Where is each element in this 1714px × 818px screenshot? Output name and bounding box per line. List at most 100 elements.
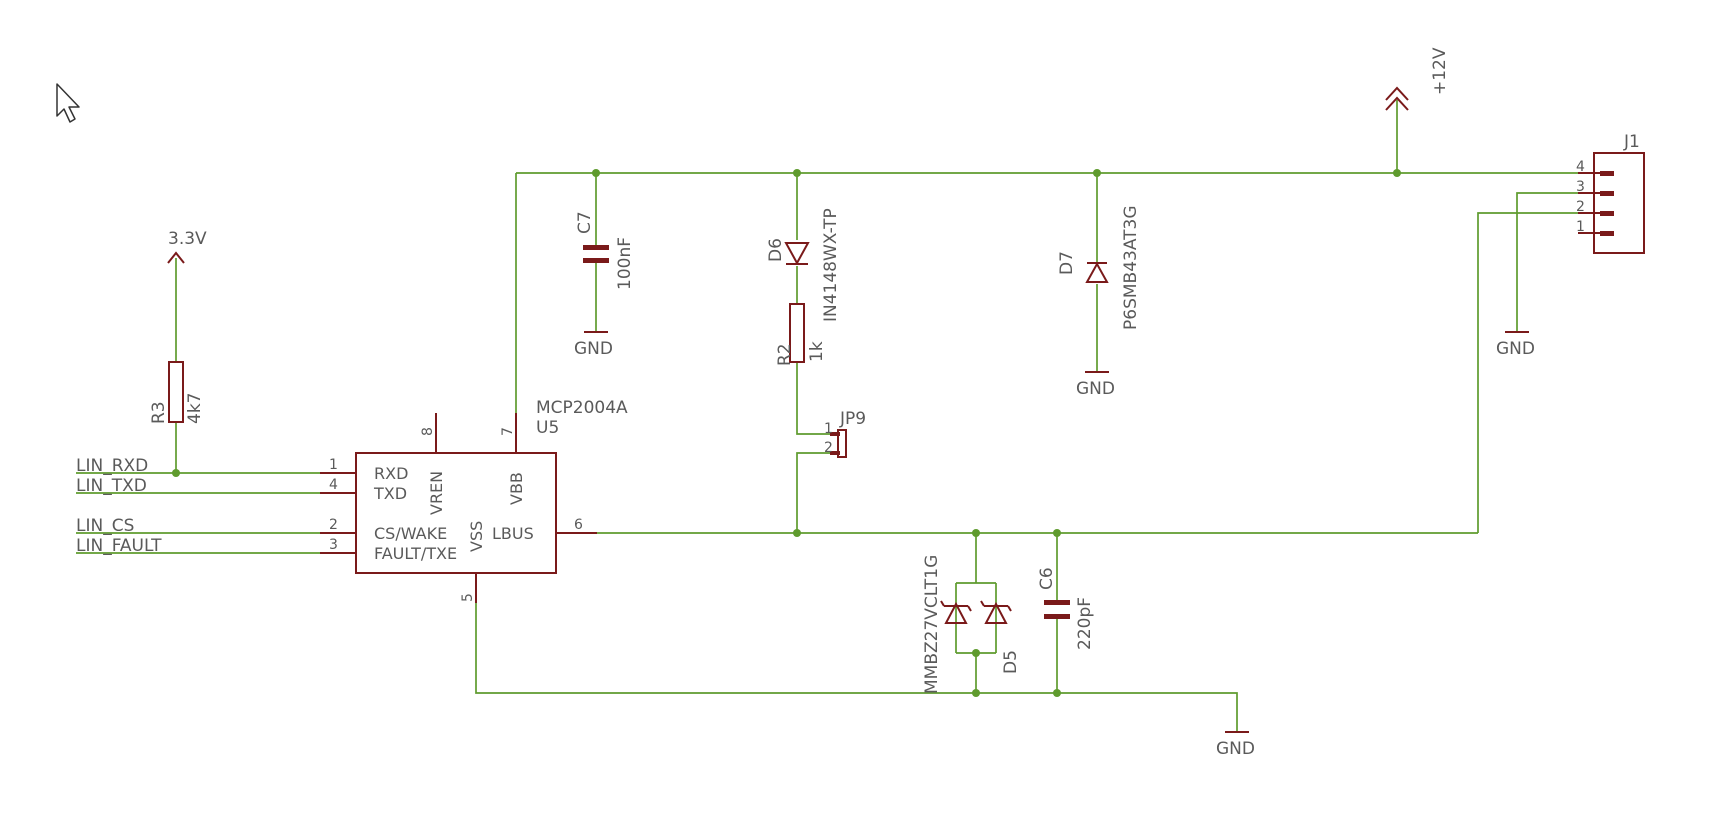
connector-pin-number: 1 [1576, 219, 1585, 235]
pin-number: 4 [329, 477, 338, 493]
connector-pin-number: 3 [1576, 179, 1585, 195]
pin-name: VSS [467, 521, 486, 552]
pin-number: 3 [329, 537, 338, 553]
capacitor-value: 220pF [1075, 597, 1095, 650]
junction [793, 169, 801, 177]
pin-number: 7 [500, 427, 516, 436]
pin-number: 6 [574, 517, 583, 533]
wire-r2-jp9 [796, 362, 832, 435]
connector-pin [1600, 171, 1614, 176]
ic-ref: U5 [536, 418, 559, 438]
gnd-symbol-c7: GND [574, 331, 613, 359]
gnd-label: GND [1216, 739, 1255, 759]
junction [1053, 689, 1061, 697]
capacitor-ref: C6 [1037, 567, 1057, 590]
junction [172, 469, 180, 477]
diode-ref: D5 [1001, 650, 1021, 674]
wires [76, 100, 1578, 732]
lin-net-labels: LIN_RXD LIN_TXD LIN_CS LIN_FAULT [76, 456, 162, 556]
junctions [172, 169, 1401, 697]
capacitor-ref: C7 [575, 211, 595, 234]
junction [972, 689, 980, 697]
resistor-body [789, 303, 805, 363]
net-label-lin-cs: LIN_CS [76, 516, 134, 536]
diode-value: IN4148WX-TP [821, 208, 841, 322]
pin-name: VREN [427, 471, 446, 515]
connector-pin-lines [1578, 172, 1600, 234]
pin-name: RXD [374, 464, 408, 483]
diode-value: MMBZ27VCLT1G [922, 555, 942, 694]
pin-name: TXD [373, 484, 407, 503]
wire-j1-pin3 [1516, 192, 1578, 332]
supply-label-3v3: 3.3V [168, 229, 207, 249]
supply-label-12v: +12V [1430, 47, 1450, 95]
wire-d5-frame [955, 582, 997, 654]
connector-pin [1600, 211, 1614, 216]
resistor-value: 1k [807, 341, 827, 362]
double-arrow-up-icon [1385, 86, 1409, 111]
connector-j1[interactable]: J1 4 3 2 1 [1576, 132, 1645, 254]
resistor-body [168, 361, 184, 423]
jumper-pin [830, 451, 840, 455]
gnd-label: GND [1076, 379, 1115, 399]
zener-diode-d5[interactable]: MMBZ27VCLT1G D5 [922, 555, 1021, 694]
capacitor-plate [1044, 600, 1070, 605]
ic-name: MCP2004A [536, 398, 628, 418]
resistor-value: 4k7 [185, 393, 205, 424]
pin-number: 2 [329, 517, 338, 533]
connector-pin-number: 4 [1576, 159, 1585, 175]
gnd-label: GND [574, 339, 613, 359]
junction [972, 649, 980, 657]
ic-body [355, 452, 557, 574]
pin-name: VBB [507, 472, 526, 505]
mouse-cursor-icon [56, 83, 80, 123]
ic-u5[interactable]: MCP2004A U5 1 4 2 3 8 7 5 6 RXD TXD CS/W… [320, 398, 628, 603]
junction [592, 169, 600, 177]
gnd-label: GND [1496, 339, 1535, 359]
net-label-lin-rxd: LIN_RXD [76, 456, 148, 476]
junction [793, 529, 801, 537]
zener-icon [980, 600, 1012, 624]
diode-icon [1085, 261, 1109, 283]
capacitor-plate [1044, 614, 1070, 619]
jumper-pin [830, 432, 840, 436]
pin-number: 8 [420, 427, 436, 436]
pin-name: FAULT/TXE [374, 544, 457, 563]
wire-jp9-lbus [796, 452, 832, 533]
capacitor-c7[interactable]: C7 100nF [575, 211, 635, 290]
tvs-diode-d7[interactable]: D7 P6SMB43AT3G [1057, 205, 1141, 330]
net-label-lin-fault: LIN_FAULT [76, 536, 162, 556]
wire-gnd-rail [475, 573, 1238, 732]
gnd-symbol-main: GND [1216, 731, 1255, 759]
jumper-pin-number: 2 [824, 440, 833, 456]
junction [972, 529, 980, 537]
pin-number: 5 [460, 593, 476, 602]
resistor-r2[interactable]: R2 1k [775, 303, 827, 366]
pin-name: LBUS [492, 524, 534, 543]
arrow-up-icon [167, 251, 185, 264]
connector-pin [1600, 231, 1614, 236]
pin-name: CS/WAKE [374, 524, 447, 543]
supply-12v: +12V [1385, 47, 1450, 111]
jumper-jp9[interactable]: JP9 1 2 [824, 409, 866, 458]
capacitor-value: 100nF [615, 237, 635, 290]
zener-icon [940, 600, 972, 624]
net-label-lin-txd: LIN_TXD [76, 476, 147, 496]
pin-number: 1 [329, 457, 338, 473]
diode-value: P6SMB43AT3G [1121, 205, 1141, 330]
jumper-pin-number: 1 [824, 421, 833, 437]
junction [1053, 529, 1061, 537]
resistor-ref: R3 [149, 401, 169, 424]
capacitor-c6[interactable]: C6 220pF [1037, 567, 1095, 650]
jumper-body [837, 429, 847, 458]
resistor-ref: R2 [775, 343, 795, 366]
gnd-symbol-j1: GND [1496, 331, 1535, 359]
diode-icon [784, 242, 810, 266]
capacitor-plate [583, 258, 609, 263]
diode-d6[interactable]: D6 IN4148WX-TP [766, 208, 841, 322]
junction [1393, 169, 1401, 177]
resistor-r3[interactable]: R3 4k7 [149, 361, 205, 424]
gnd-symbol-d7: GND [1076, 371, 1115, 399]
junction [1093, 169, 1101, 177]
